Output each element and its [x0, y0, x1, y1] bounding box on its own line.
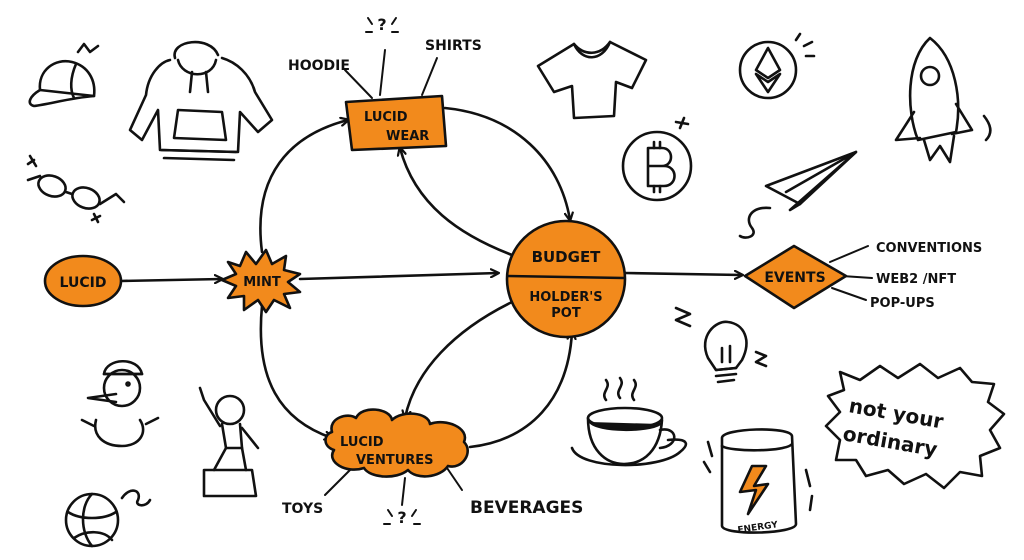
branch-wear-question — [379, 49, 386, 96]
arrow-mint-to-budget — [298, 273, 498, 281]
lucid-wear-line2: WEAR — [386, 129, 429, 144]
wear-question-label: ? — [377, 15, 386, 34]
tshirt-icon — [536, 40, 648, 120]
branch-hoodie — [344, 69, 373, 99]
holders-pot-line1: HOLDER'S — [529, 290, 602, 305]
lucid-wear-line1: LUCID — [364, 110, 408, 125]
branch-toys — [324, 469, 351, 496]
popups-label: POP-UPS — [870, 296, 935, 311]
arrow-mint-to-ventures — [259, 304, 332, 438]
arrow-wear-to-budget — [443, 106, 570, 220]
node-mint: MINT — [220, 248, 302, 314]
arrow-mint-to-wear — [259, 120, 348, 254]
ethereum-icon — [738, 32, 816, 100]
hoodie-label: HOODIE — [288, 58, 350, 74]
branch-conventions — [829, 245, 869, 263]
ventures-question-label: ? — [397, 508, 406, 527]
beverages-label: BEVERAGES — [470, 498, 583, 518]
cap-icon — [28, 42, 100, 108]
lucid-ventures-cloud — [324, 408, 469, 478]
branch-beverages — [444, 464, 463, 491]
budget-circle — [505, 219, 627, 339]
arrow-budget-to-wear — [400, 148, 514, 257]
conventions-label: CONVENTIONS — [876, 241, 982, 256]
ventures-question-sparks — [383, 509, 421, 525]
web2-nft-label: WEB2 /NFT — [876, 272, 956, 287]
connectors — [118, 49, 873, 506]
figure-icon — [198, 386, 260, 498]
node-lucid-ventures: LUCID VENTURES — [324, 408, 469, 478]
budget-divider — [506, 274, 626, 280]
lucid-label: LUCID — [60, 275, 107, 291]
node-events: EVENTS — [743, 244, 848, 310]
branch-shirts — [421, 57, 438, 96]
lightbulb-icon — [674, 306, 768, 384]
bitcoin-icon — [621, 116, 693, 202]
mint-label: MINT — [243, 275, 281, 290]
coffee-cup-icon — [570, 376, 688, 467]
budget-label: BUDGET — [532, 248, 602, 266]
arrow-lucid-to-mint — [118, 279, 222, 281]
branch-ventures-question — [401, 477, 406, 506]
paper-plane-icon — [738, 150, 858, 239]
node-budget: BUDGET HOLDER'S POT — [505, 219, 627, 339]
branch-popups — [831, 287, 867, 301]
ball-icon — [64, 489, 152, 548]
energy-can-icon — [702, 428, 814, 534]
lucid-bubble — [43, 254, 123, 308]
not-your-ordinary-badge: not your ordinary — [824, 362, 1006, 490]
holders-pot-line2: POT — [551, 306, 581, 321]
arrow-ventures-to-budget — [468, 332, 572, 449]
arrow-budget-to-events — [623, 273, 742, 275]
node-lucid: LUCID — [43, 254, 123, 308]
snowman-icon — [80, 360, 160, 448]
badge-outline — [824, 362, 1006, 490]
rocket-icon — [894, 36, 992, 164]
wear-question-sparks — [365, 17, 399, 33]
lucid-ventures-line1: LUCID — [340, 435, 384, 450]
events-diamond — [743, 244, 848, 310]
glasses-icon — [26, 154, 126, 224]
hoodie-icon — [128, 40, 274, 162]
arrow-budget-to-ventures — [405, 300, 514, 418]
events-label: EVENTS — [764, 270, 825, 286]
node-lucid-wear: LUCID WEAR — [344, 94, 448, 152]
lucid-wear-box — [344, 94, 448, 152]
toys-label: TOYS — [282, 501, 323, 517]
lucid-ventures-line2: VENTURES — [356, 453, 434, 468]
mint-burst — [220, 248, 302, 314]
shirts-label: SHIRTS — [425, 38, 482, 54]
